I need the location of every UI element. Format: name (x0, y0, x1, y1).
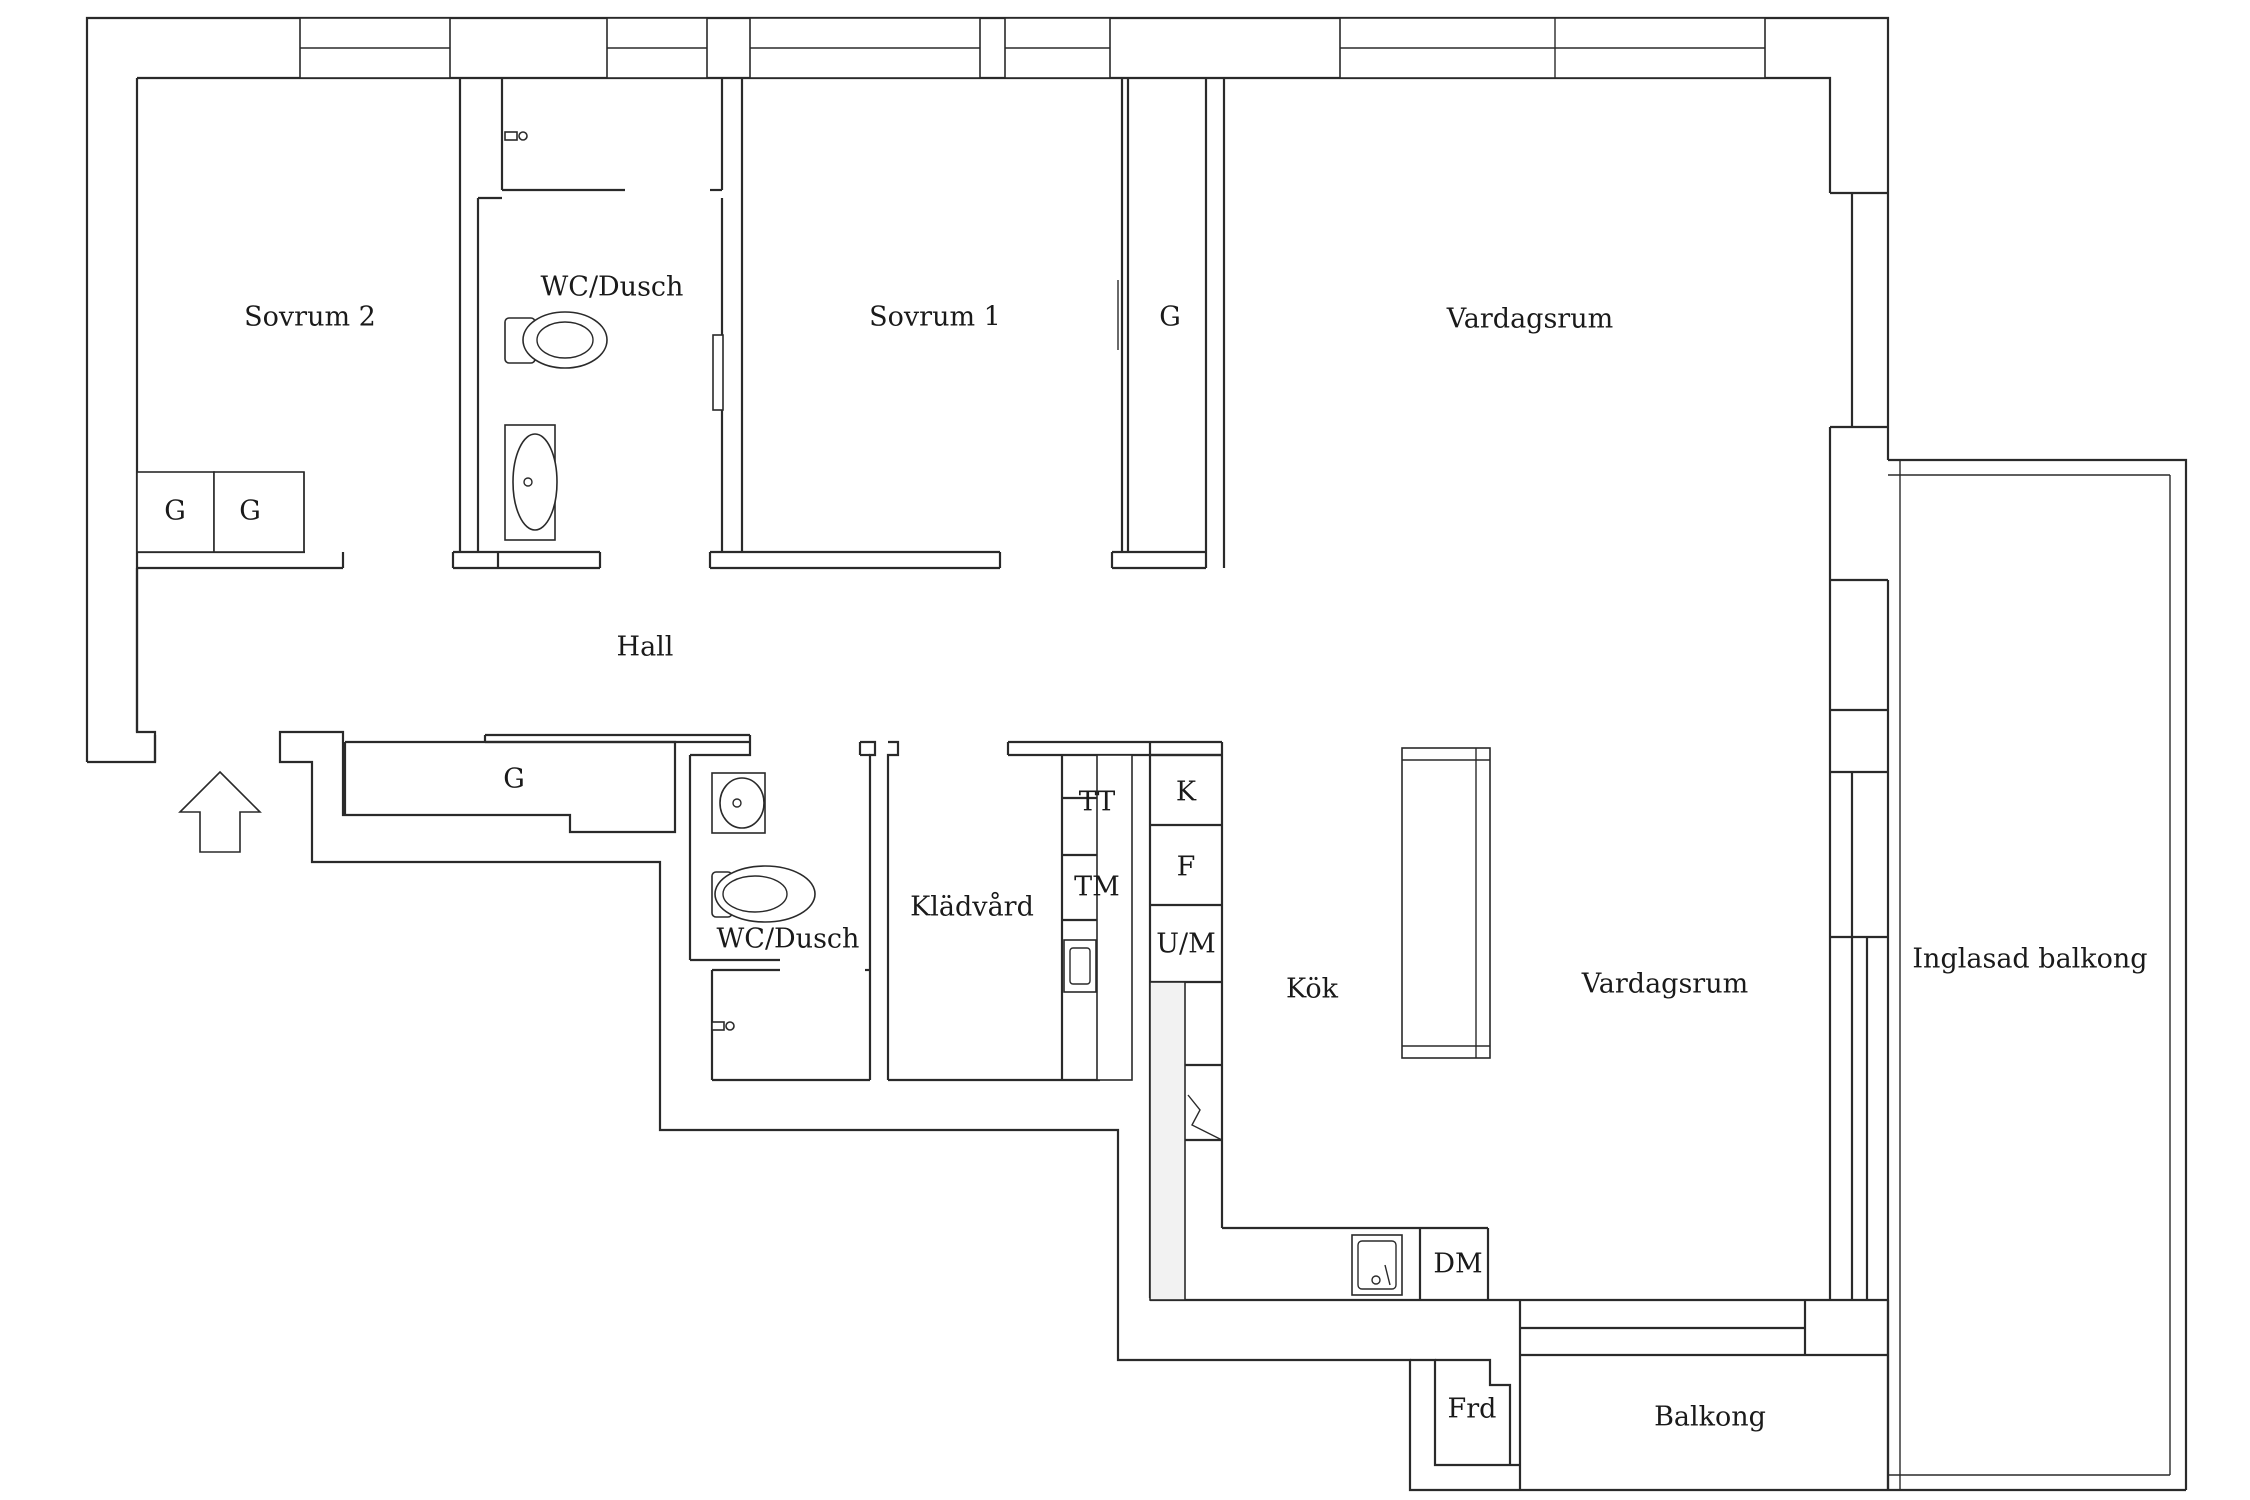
room-label-sovrum2: Sovrum 2 (244, 302, 376, 333)
fixtures (504, 131, 1403, 1296)
sovrum2-walls (136, 78, 462, 570)
kitchen (1096, 742, 1491, 1301)
appliance-label-k: K (1176, 777, 1197, 808)
wc-bottom-walls (688, 740, 877, 1082)
room-label-wc-dusch-bottom: WC/Dusch (717, 924, 860, 955)
appliance-label-um: U/M (1156, 929, 1216, 960)
sovrum1-walls (708, 78, 1226, 570)
storage-label-g: G (164, 496, 186, 527)
room-label-wc-dusch-top: WC/Dusch (541, 272, 684, 303)
room-label-balkong: Balkong (1654, 1402, 1766, 1433)
room-label-vardagsrum-bottom: Vardagsrum (1581, 969, 1748, 1000)
outer-walls (85, 16, 2186, 1492)
hall-walls (135, 568, 752, 834)
room-label-kok: Kök (1286, 974, 1339, 1005)
appliance-label-tt: TT (1079, 787, 1116, 818)
valve-icon (711, 1021, 735, 1031)
toilet-icon (711, 865, 816, 923)
storage-label-g: G (503, 764, 525, 795)
room-label-sovrum1: Sovrum 1 (869, 302, 1001, 333)
top-windows (299, 17, 1766, 79)
room-label-hall: Hall (617, 632, 674, 663)
glazed-balcony (1888, 458, 2188, 1490)
appliance-label-dm: DM (1433, 1249, 1482, 1280)
sink-icon (711, 772, 766, 834)
entrance-arrow-icon (178, 770, 262, 853)
toilet-icon (504, 311, 608, 369)
storage-label-g: G (1159, 302, 1181, 333)
storage-label-frd: Frd (1448, 1394, 1497, 1425)
sink-icon (504, 424, 558, 541)
room-label-inglasad-balkong: Inglasad balkong (1912, 944, 2147, 975)
appliance-label-tm: TM (1074, 872, 1120, 903)
kitchen-sink-icon (1351, 1234, 1403, 1296)
valve-icon (504, 131, 528, 141)
storage-label-g: G (239, 496, 261, 527)
room-label-vardagsrum-top: Vardagsrum (1446, 304, 1613, 335)
room-labels: Sovrum 2 WC/Dusch Sovrum 1 Vardagsrum Ha… (164, 272, 2147, 1433)
balcony-frd (1410, 1358, 1520, 1467)
appliance-label-f: F (1177, 852, 1196, 883)
room-label-kladvard: Klädvård (910, 891, 1034, 923)
wc-top-walls (451, 78, 724, 570)
utility-sink-icon (1063, 939, 1097, 993)
